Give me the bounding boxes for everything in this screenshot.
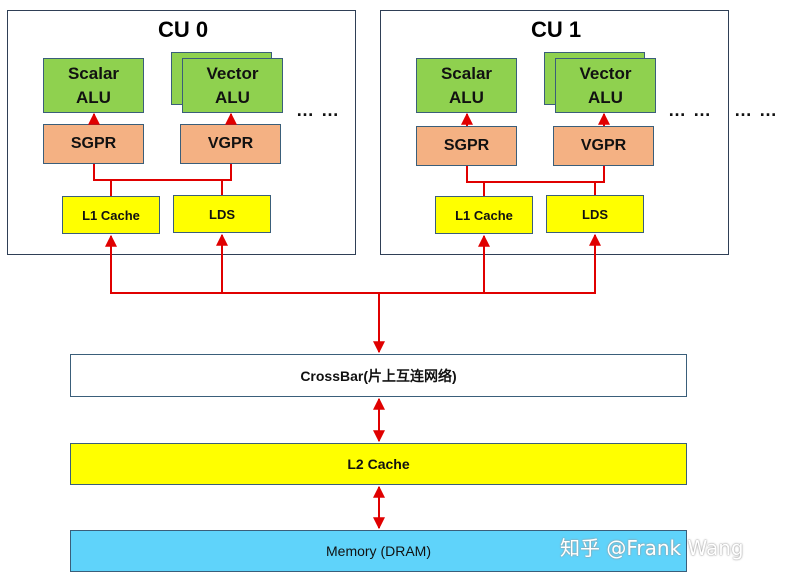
cu0-vector-alu: Vector ALU: [182, 58, 283, 113]
more-cu-dots: … …: [734, 100, 779, 120]
l2-cache: L2 Cache: [70, 443, 687, 485]
cu0-scalar-alu: Scalar ALU: [43, 58, 144, 113]
cu1-l1-cache: L1 Cache: [435, 196, 533, 234]
watermark: 知乎 @Frank Wang: [560, 536, 744, 560]
cu1-vector-alu: Vector ALU: [555, 58, 656, 113]
memory-dram: Memory (DRAM): [70, 530, 687, 572]
cu0-more-dots: … …: [296, 100, 341, 120]
cu1-vgpr: VGPR: [553, 126, 654, 166]
crossbar: CrossBar(片上互连网络): [70, 354, 687, 397]
cu1-lds: LDS: [546, 195, 644, 233]
cu0-cache-to-gpr-link: [93, 164, 232, 181]
cu0-lds: LDS: [173, 195, 271, 233]
cu1-more-dots: … …: [668, 100, 713, 120]
cu1-cache-to-gpr-link: [466, 166, 605, 183]
cu1-scalar-alu: Scalar ALU: [416, 58, 517, 113]
cu0-l1-cache: L1 Cache: [62, 196, 160, 234]
cu1-title: CU 1: [531, 17, 582, 42]
cu0-vgpr: VGPR: [180, 124, 281, 164]
cu1-sgpr: SGPR: [416, 126, 517, 166]
cu0-title: CU 0: [158, 17, 209, 42]
